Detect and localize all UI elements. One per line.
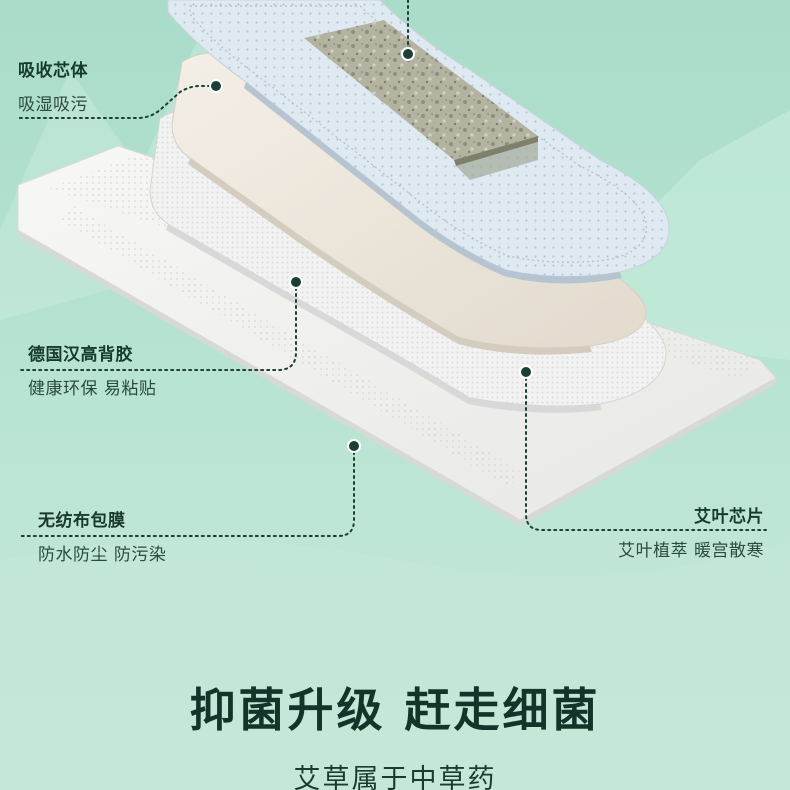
headline: 抑菌升级 赶走细菌 <box>189 683 601 737</box>
layer-description: 艾叶植萃 暖宫散寒 <box>618 541 764 561</box>
layer-description: 吸湿吸污 <box>18 95 88 115</box>
layer-label-nonwoven-film: 无纺布包膜 防水防尘 防污染 <box>38 506 166 565</box>
layer-label-backing-adhesive: 德国汉高背胶 健康环保 易粘贴 <box>28 340 156 399</box>
layer-title: 德国汉高背胶 <box>28 345 133 365</box>
layer-description: 防水防尘 防污染 <box>38 545 167 565</box>
top-sheet-layer <box>167 0 670 284</box>
layer-description: 健康环保 易粘贴 <box>28 379 157 399</box>
layer-title: 吸收芯体 <box>18 61 88 81</box>
mugwort-chip <box>304 20 538 180</box>
layer-title: 艾叶芯片 <box>694 507 764 527</box>
layer-title: 无纺布包膜 <box>38 511 126 531</box>
layer-label-absorbent-core: 吸收芯体 吸湿吸污 <box>18 56 88 115</box>
layer-label-mugwort-chip: 艾叶芯片 艾叶植萃 暖宫散寒 <box>618 502 764 561</box>
subheadline: 艾草属于中草药 <box>293 764 497 790</box>
